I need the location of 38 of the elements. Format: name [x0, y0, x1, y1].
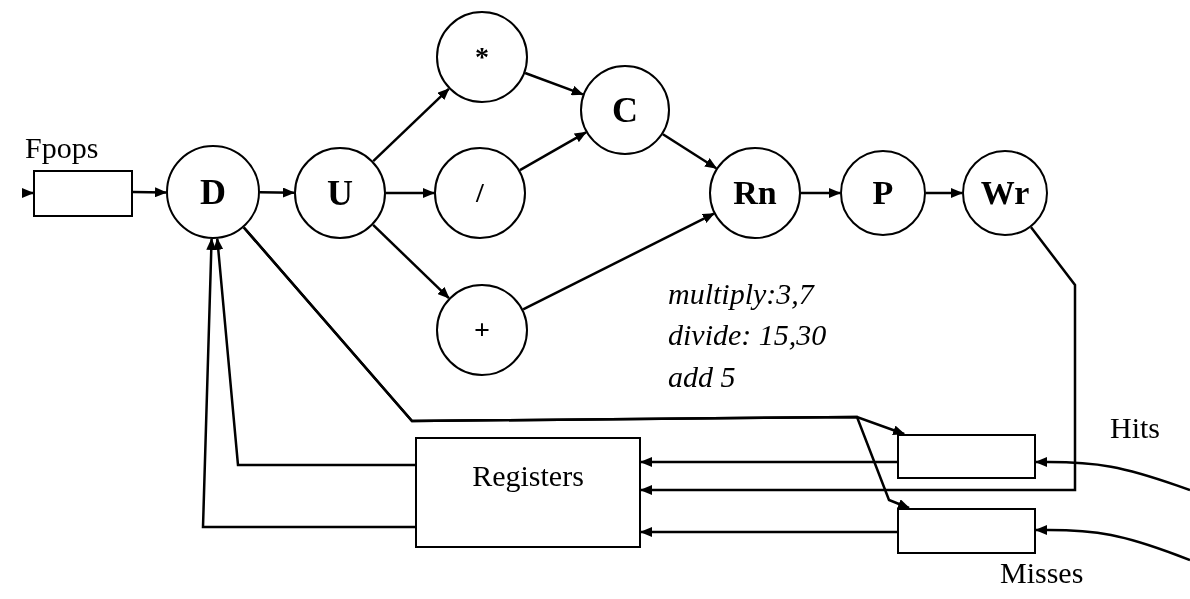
arrow [926, 188, 963, 198]
process-circle: * [436, 11, 528, 103]
process-circle: P [840, 150, 926, 236]
edge-label: Misses [1000, 558, 1084, 588]
latency-note: divide: 15,30 [668, 320, 827, 350]
arrow [640, 527, 897, 537]
latency-note: add 5 [668, 362, 736, 392]
arrow [522, 212, 715, 311]
process-circle: C [580, 65, 670, 155]
arrow [640, 457, 897, 467]
arrow [132, 187, 167, 198]
empty-box [897, 434, 1036, 479]
process-box: Registers [415, 437, 641, 548]
arrow [22, 188, 34, 198]
arrow [372, 87, 450, 163]
arrow [801, 188, 841, 198]
arrow [524, 71, 584, 96]
arrow [640, 226, 1077, 495]
arrow [386, 188, 435, 198]
process-circle: + [436, 284, 528, 376]
empty-box [897, 508, 1036, 554]
arrow [242, 226, 910, 510]
process-circle: Wr [962, 150, 1048, 236]
arrow [260, 187, 295, 198]
arrow [201, 238, 415, 529]
edge-label: Hits [1110, 413, 1160, 443]
arrow [372, 224, 450, 299]
latency-note: multiply:3,7 [668, 279, 814, 309]
arrow [662, 133, 718, 170]
arrow [519, 131, 587, 172]
process-circle: D [166, 145, 260, 239]
process-circle: Rn [709, 147, 801, 239]
process-circle: / [434, 147, 526, 239]
process-circle: U [294, 147, 386, 239]
arrow [1035, 457, 1190, 492]
arrow [213, 237, 415, 467]
box-heading: Fpops [25, 133, 99, 163]
arrow [1035, 525, 1190, 562]
